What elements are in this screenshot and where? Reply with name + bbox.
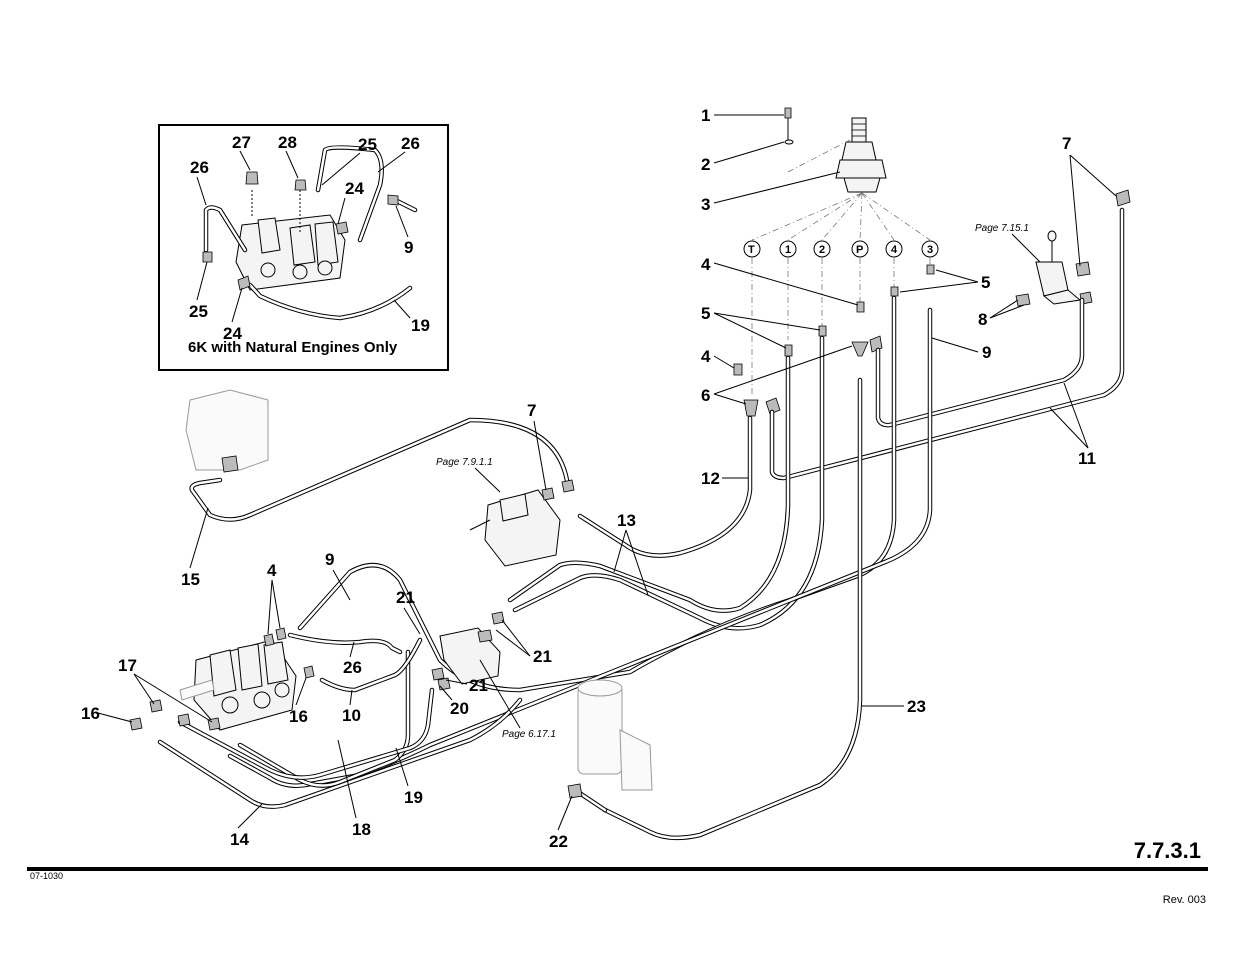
callout-13: 13 — [617, 511, 636, 530]
callout-14: 14 — [230, 830, 249, 849]
callout-6: 6 — [701, 386, 710, 405]
callout-3: 3 — [701, 195, 710, 214]
port-label-4: 4 — [891, 244, 898, 256]
inset-valve-bank — [235, 171, 346, 291]
inset-callout-19: 19 — [411, 316, 430, 335]
callout-1: 1 — [701, 106, 710, 125]
callout-17: 17 — [118, 656, 137, 675]
callout-18: 18 — [352, 820, 371, 839]
diverter-valve — [431, 611, 505, 691]
callout-4-lower: 4 — [267, 561, 277, 580]
right-side-valve — [1015, 189, 1131, 307]
inset-callout-25-bottom: 25 — [189, 302, 208, 321]
inset-callout-9: 9 — [404, 238, 413, 257]
page-ref-6-17-1: Page 6.17.1 — [502, 729, 556, 740]
callout-20: 20 — [450, 699, 469, 718]
footer-rule — [27, 867, 1208, 871]
callout-5-right: 5 — [981, 273, 990, 292]
main-valve-bank — [129, 627, 315, 731]
center-valve — [469, 479, 575, 567]
callout-21-bottom: 21 — [469, 676, 488, 695]
callout-9-lower: 9 — [325, 550, 334, 569]
port-dash-lines — [751, 192, 931, 395]
callout-26: 26 — [343, 658, 362, 677]
callout-11: 11 — [1078, 449, 1096, 468]
inset-callout-28: 28 — [278, 133, 297, 152]
port-label-3: 3 — [927, 244, 933, 256]
hoses — [157, 207, 1125, 841]
callout-4-top: 4 — [701, 255, 711, 274]
callout-12: 12 — [701, 469, 720, 488]
revision-label: Rev. 003 — [1162, 894, 1206, 906]
page-ref-7-9-1-1: Page 7.9.1.1 — [436, 457, 493, 468]
inset-callout-26-right: 26 — [401, 134, 420, 153]
callout-5-left: 5 — [701, 304, 710, 323]
inset-callout-27: 27 — [232, 133, 251, 152]
inset-callout-26-left: 26 — [190, 158, 209, 177]
inset-caption: 6K with Natural Engines Only — [188, 339, 398, 356]
page-ref-7-15-1: Page 7.15.1 — [975, 223, 1029, 234]
page-number: 7.7.3.1 — [1133, 838, 1201, 863]
callout-7-right: 7 — [1062, 134, 1071, 153]
port-fittings — [733, 264, 935, 417]
inset-callout-24-bottom: 24 — [223, 324, 242, 343]
inset-callout-24-top: 24 — [345, 179, 364, 198]
callout-16-left: 16 — [81, 704, 100, 723]
callout-21-top: 21 — [396, 588, 415, 607]
joystick-assembly — [784, 107, 887, 193]
inset-detail: 27 28 25 26 26 24 9 25 24 19 6K with Nat… — [158, 124, 449, 371]
engine-outline — [185, 389, 269, 473]
callouts: 1 2 3 4 5 5 4 6 7 8 9 11 12 7 13 — [81, 106, 1117, 851]
port-labels: T 1 2 P 4 3 — [743, 240, 939, 258]
callout-10: 10 — [342, 706, 361, 725]
drawing-number: 07-1030 — [30, 871, 64, 881]
callout-4-mid: 4 — [701, 347, 711, 366]
pump-motor — [567, 679, 653, 799]
callout-7-center: 7 — [527, 401, 536, 420]
callout-2: 2 — [701, 155, 710, 174]
callout-8: 8 — [978, 310, 987, 329]
callout-22: 22 — [549, 832, 568, 851]
port-label-p: P — [856, 244, 863, 256]
port-label-2: 2 — [819, 244, 825, 256]
callout-23: 23 — [907, 697, 926, 716]
callout-16-mid: 16 — [289, 707, 308, 726]
callout-9-right: 9 — [982, 343, 991, 362]
port-label-1: 1 — [785, 244, 791, 256]
port-label-t: T — [748, 244, 755, 256]
callout-21-right: 21 — [533, 647, 552, 666]
inset-callout-25-top: 25 — [358, 135, 377, 154]
callout-19: 19 — [404, 788, 423, 807]
callout-15: 15 — [181, 570, 200, 589]
